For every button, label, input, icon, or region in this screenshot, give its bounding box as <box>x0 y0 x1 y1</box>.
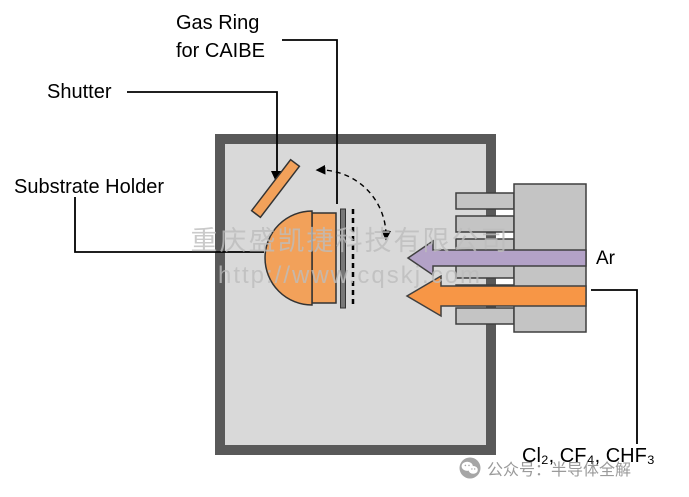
grid-bar <box>455 215 515 233</box>
substrate-holder-plate <box>311 212 337 304</box>
shutter-blade <box>250 158 301 219</box>
footer: 公众号：半导体全解 <box>459 456 631 480</box>
grid-bar <box>455 192 515 210</box>
etch-gas-feed-line <box>591 289 638 444</box>
gas-ring-label-line1: Gas Ring <box>176 12 260 34</box>
substrate-holder-leader-line <box>74 197 264 253</box>
reactive-gas-arrow <box>405 274 587 318</box>
etch-gases-label: Cl₂, CF₄, CHF₃ <box>522 445 655 467</box>
gas-ring-leader-line <box>282 39 338 204</box>
shutter-swing-arc <box>315 164 392 241</box>
shutter-leader-line <box>127 91 278 172</box>
substrate-holder-dome <box>264 210 313 306</box>
wechat-icon <box>459 457 481 479</box>
ar-beam-arrow <box>406 239 587 277</box>
grid-bar <box>455 307 515 325</box>
shutter-label: Shutter <box>47 81 112 103</box>
footer-caption: 公众号：半导体全解 <box>487 462 632 479</box>
gas-ring-label-line2: for CAIBE <box>176 40 265 62</box>
substrate-holder-label: Substrate Holder <box>14 176 165 198</box>
gas-ring-plate <box>340 208 346 309</box>
gas-ring-label: Gas Ring for CAIBE <box>176 9 265 65</box>
ar-gas-label: Ar <box>596 248 615 269</box>
